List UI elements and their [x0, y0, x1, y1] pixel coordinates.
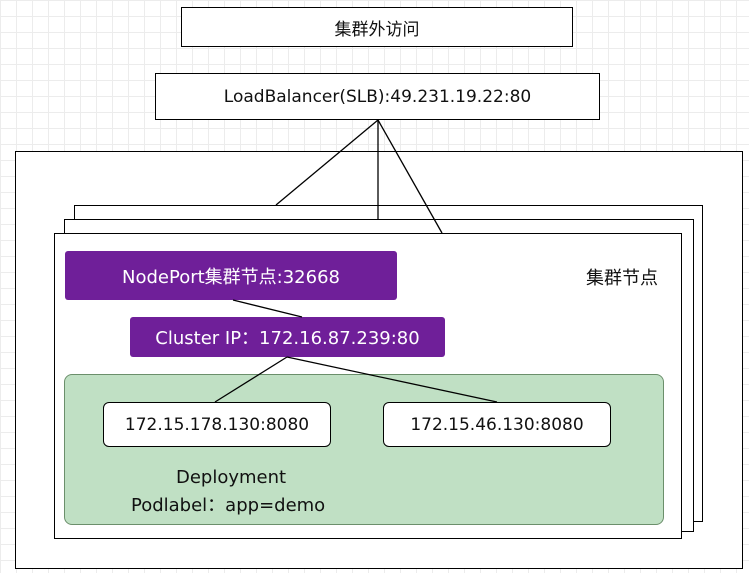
pod-label: 172.15.46.130:8080	[410, 414, 584, 435]
load-balancer-label: LoadBalancer(SLB):49.231.19.22:80	[223, 86, 532, 107]
deployment-podlabel: Podlabel：app=demo	[131, 495, 326, 516]
nodeport-label: NodePort集群节点:32668	[122, 266, 340, 288]
external-access-label: 集群外访问	[334, 19, 420, 40]
cluster-node-label: 集群节点	[586, 268, 658, 289]
cluster-ip-label: Cluster IP：172.16.87.239:80	[155, 328, 420, 349]
cluster-ip-box: Cluster IP：172.16.87.239:80	[130, 317, 445, 357]
pod-box: 172.15.178.130:8080	[103, 402, 331, 447]
pod-label: 172.15.178.130:8080	[124, 414, 310, 435]
external-access-box: 集群外访问	[181, 7, 573, 47]
deployment-title: Deployment	[176, 467, 287, 488]
nodeport-box: NodePort集群节点:32668	[65, 251, 397, 300]
pod-box: 172.15.46.130:8080	[383, 402, 611, 447]
load-balancer-box: LoadBalancer(SLB):49.231.19.22:80	[155, 73, 600, 120]
